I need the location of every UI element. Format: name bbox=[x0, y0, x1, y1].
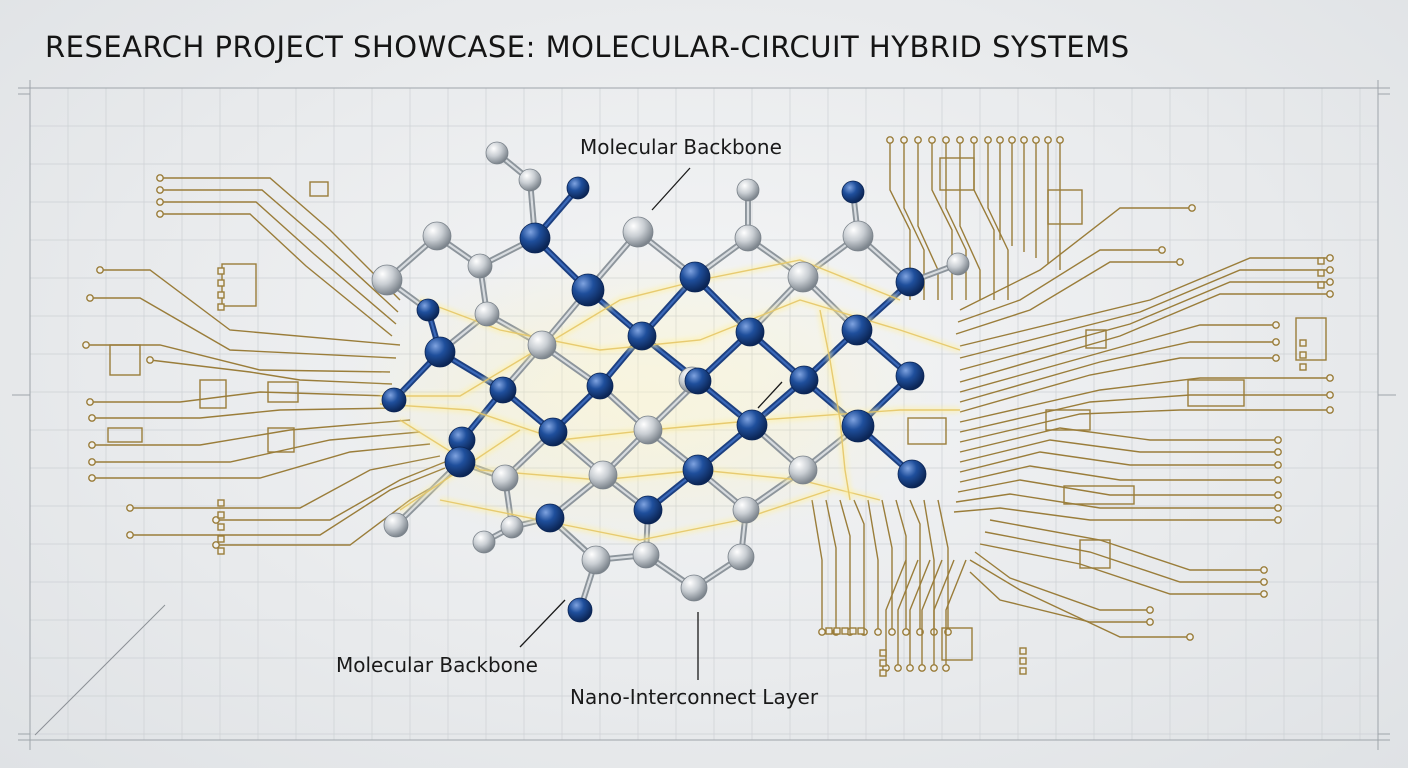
silver-atom bbox=[474, 301, 500, 327]
blue-atom bbox=[424, 336, 456, 368]
silver-atom bbox=[581, 545, 611, 575]
blue-atom bbox=[567, 597, 593, 623]
blue-atom bbox=[538, 417, 568, 447]
silver-atom bbox=[518, 168, 542, 192]
label-molecular-backbone-bottom: Molecular Backbone bbox=[336, 653, 538, 677]
silver-atom bbox=[622, 216, 654, 248]
silver-atom bbox=[383, 512, 409, 538]
circuit-traces bbox=[82, 136, 1334, 677]
silver-atom bbox=[527, 330, 557, 360]
blue-atom bbox=[627, 321, 657, 351]
blue-atom bbox=[789, 365, 819, 395]
silver-atom bbox=[371, 264, 403, 296]
blue-atom bbox=[736, 409, 768, 441]
silver-atom bbox=[734, 224, 762, 252]
blue-atom bbox=[535, 503, 565, 533]
silver-atom bbox=[680, 574, 708, 602]
blue-atom bbox=[682, 454, 714, 486]
callout-lines bbox=[519, 167, 783, 680]
blue-atom bbox=[897, 459, 927, 489]
silver-atom bbox=[632, 541, 660, 569]
label-molecular-backbone-top: Molecular Backbone bbox=[580, 135, 782, 159]
blue-atom bbox=[679, 261, 711, 293]
blue-atom bbox=[566, 176, 590, 200]
blue-atom bbox=[841, 180, 865, 204]
silver-atom bbox=[633, 415, 663, 445]
blue-atom bbox=[841, 314, 873, 346]
silver-atom bbox=[946, 252, 970, 276]
blue-atom bbox=[519, 222, 551, 254]
silver-atom bbox=[422, 221, 452, 251]
blueprint-frame bbox=[12, 80, 1396, 750]
silver-atom bbox=[500, 515, 524, 539]
blue-atom bbox=[841, 409, 875, 443]
silver-atom bbox=[485, 141, 509, 165]
blue-atom bbox=[895, 361, 925, 391]
blue-atom bbox=[489, 376, 517, 404]
silver-atom bbox=[472, 530, 496, 554]
silver-atom bbox=[842, 220, 874, 252]
blue-atom bbox=[684, 367, 712, 395]
molecule-atoms bbox=[371, 141, 970, 623]
silver-atom bbox=[491, 464, 519, 492]
blue-atom bbox=[895, 267, 925, 297]
silver-atom bbox=[736, 178, 760, 202]
silver-atom bbox=[467, 253, 493, 279]
silver-atom bbox=[788, 455, 818, 485]
page-title: RESEARCH PROJECT SHOWCASE: MOLECULAR-CIR… bbox=[45, 30, 1130, 64]
silver-atom bbox=[588, 460, 618, 490]
silver-atom bbox=[732, 496, 760, 524]
blue-atom bbox=[633, 495, 663, 525]
silver-atom bbox=[727, 543, 755, 571]
blue-atom bbox=[586, 372, 614, 400]
silver-atom bbox=[787, 261, 819, 293]
blue-atom bbox=[416, 298, 440, 322]
label-nano-interconnect-layer: Nano-Interconnect Layer bbox=[570, 685, 819, 709]
blue-atom bbox=[735, 317, 765, 347]
blue-atom bbox=[571, 273, 605, 307]
blue-atom bbox=[444, 446, 476, 478]
blue-atom bbox=[381, 387, 407, 413]
